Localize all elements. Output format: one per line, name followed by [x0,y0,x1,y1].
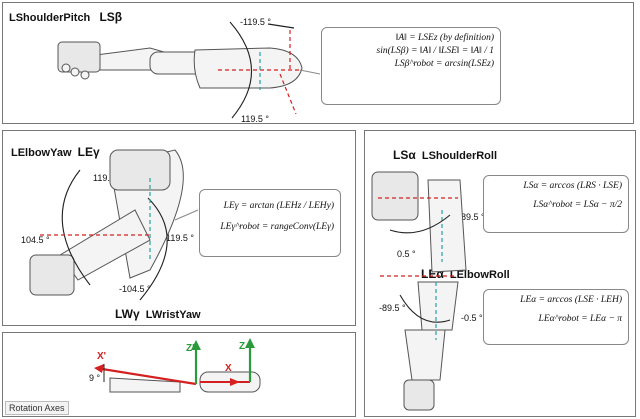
axis-z-prime-label: Z' [186,343,195,354]
shoulder-pitch-pointer [299,69,321,75]
elbow-yaw-rotation-arc-2 [139,197,168,301]
shoulder-roll-arc [389,214,451,234]
axis-x-prime-label: X' [97,351,107,362]
axis-x-prime-arrowhead [94,364,104,373]
shoulder-pitch-angle-bottom: 119.5 ° [241,114,269,124]
rotation-axes-label: Rotation Axes [5,401,69,415]
axis-x-arrowhead [230,378,240,386]
elbow-yaw-pointer [174,209,199,221]
shoulder-pitch-rotation-arc [229,21,252,119]
panel-rotation-axes: Rotation Axes X' Z' X Z 9 ° [2,332,356,417]
elbow-yaw-equations: LEγ = arctan (LEHz / LEHy) LEγ^robot = r… [199,189,341,257]
shoulder-pitch-dash-3 [279,73,297,115]
elbow-yaw-rotation-arc-1 [61,169,91,286]
elbow-roll-angle-2: -0.5 ° [461,313,483,323]
panel-shoulder-elbow-roll: LSα LShoulderRoll 89.5 ° 0.5 ° LSα = arc… [364,130,636,417]
elbow-yaw-angle-2: 104.5 ° [21,235,50,245]
elbow-roll-equations: LEα = arccos (LSE · LEH) LEα^robot = LEα… [483,289,629,345]
shoulder-pitch-title: LShoulderPitch LSβ [9,10,123,24]
axis-z-arrowhead [245,338,255,348]
elbow-roll-angle-1: -89.5 ° [379,303,406,313]
shoulder-pitch-arm [57,41,303,89]
panel-shoulder-pitch: LShoulderPitch LSβ -119.5 ° 119.5 ° ‖A‖ … [2,2,634,124]
axis-x-prime-line [95,366,197,386]
shoulder-roll-equations: LSα = arccos (LRS · LSE) LSα^robot = LSα… [483,175,629,233]
wrist-yaw-title: LWγ LWristYaw [115,307,201,321]
shoulder-roll-angle-2: 0.5 ° [397,249,416,259]
roll-arm [371,171,467,411]
axis-x-label: X [225,363,232,374]
elbow-yaw-angle-1: 119.5 ° [93,173,121,183]
elbow-yaw-angle-4: -104.5 ° [119,284,151,294]
elbow-yaw-angle-3: -119.5 ° [163,233,194,243]
axis-z-label: Z [239,341,246,352]
shoulder-roll-angle-1: 89.5 ° [461,212,485,222]
rotation-angle-label: 9 ° [89,373,101,383]
elbow-roll-arc [399,294,451,323]
axis-z-prime-arrowhead [191,340,201,350]
shoulder-pitch-equations: ‖A‖ = LSEz (by definition) sin(LSβ) = ‖A… [321,27,501,105]
shoulder-roll-title: LSα LShoulderRoll [393,148,498,162]
elbow-yaw-title: LElbowYaw LEγ [11,145,100,159]
shoulder-pitch-top-arrow [267,23,295,29]
shoulder-pitch-angle-top: -119.5 ° [240,17,271,27]
elbow-yaw-arm [29,149,184,296]
